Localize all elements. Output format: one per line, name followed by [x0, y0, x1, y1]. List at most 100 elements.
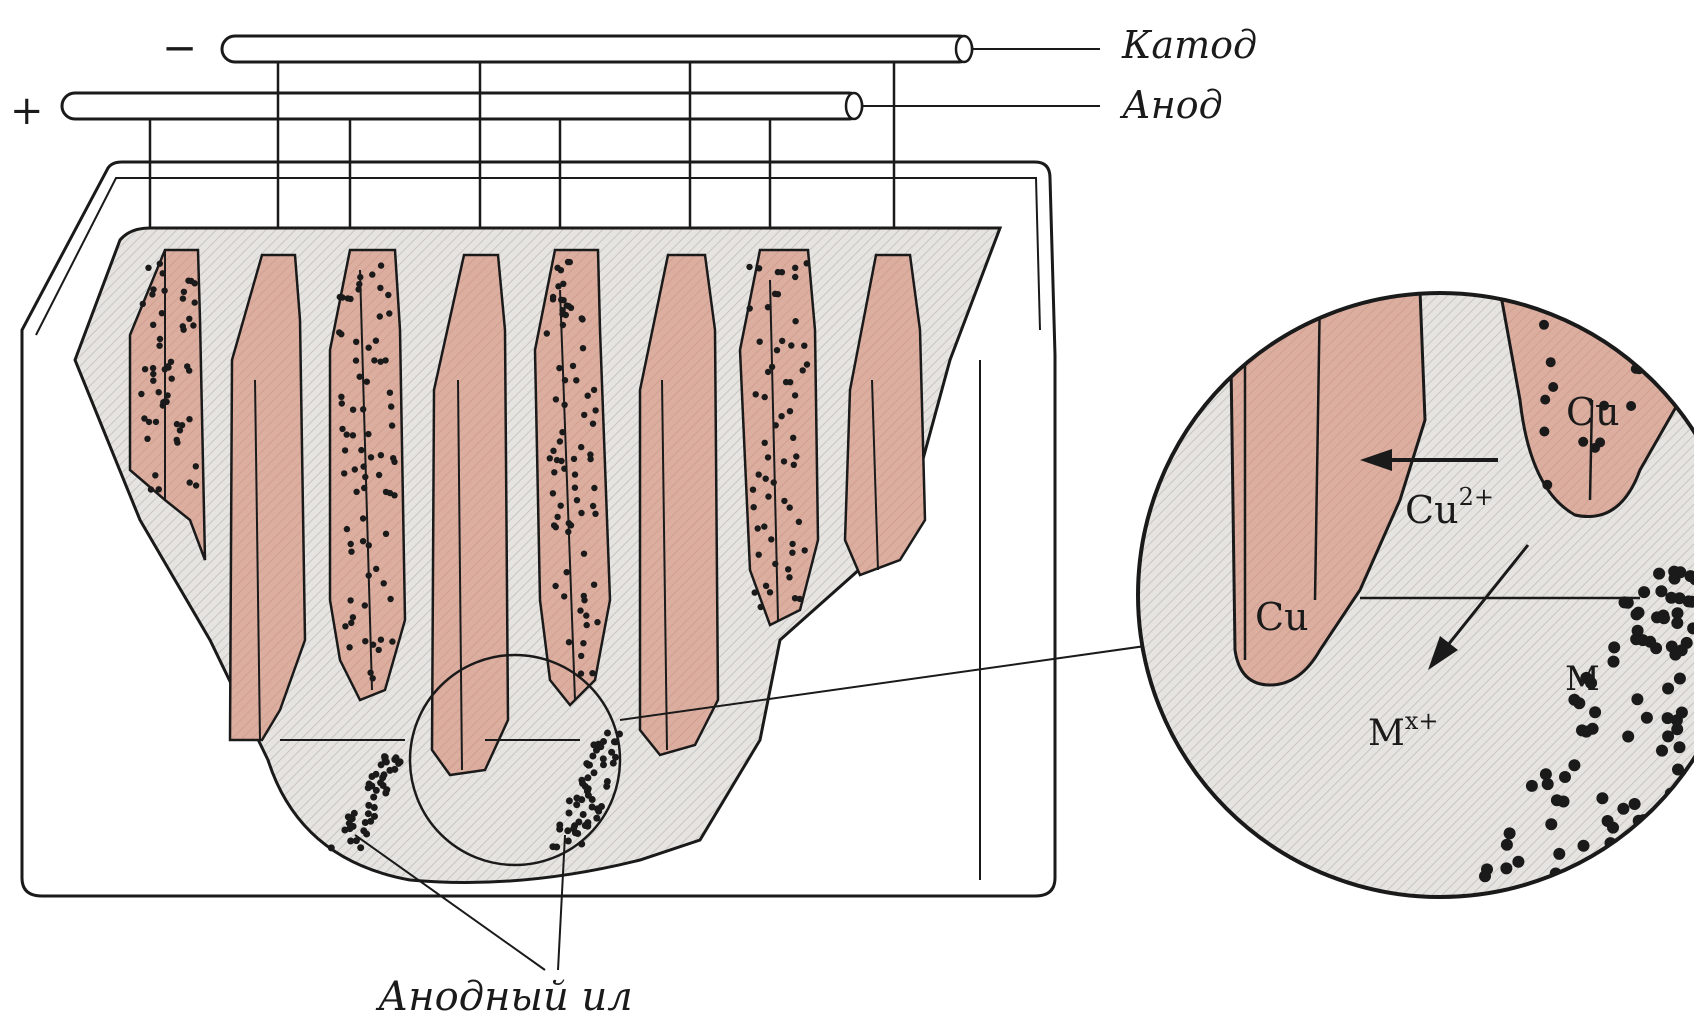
plus-sign: +: [10, 88, 44, 134]
impurity-dot: [367, 670, 373, 676]
impurity-dot: [587, 456, 593, 462]
impurity-dot: [361, 485, 367, 491]
sludge-dot: [369, 773, 376, 780]
metal-particle: [1674, 673, 1686, 685]
impurity-dot: [152, 472, 158, 478]
metal-particle: [1622, 731, 1634, 743]
impurity-dot: [362, 602, 368, 608]
metal-particle: [1545, 818, 1557, 830]
detail-impurity-dot: [1626, 401, 1636, 411]
impurity-dot: [347, 597, 353, 603]
metal-particle: [1631, 693, 1643, 705]
impurity-dot: [365, 431, 371, 437]
impurity-dot: [369, 271, 375, 277]
impurity-dot: [387, 390, 393, 396]
impurity-dot: [186, 316, 192, 322]
impurity-dot: [591, 582, 597, 588]
impurity-dot: [360, 463, 366, 469]
impurity-dot: [561, 466, 567, 472]
impurity-dot: [773, 422, 779, 428]
metal-particle: [1650, 642, 1662, 654]
impurity-dot: [157, 336, 163, 342]
anode-bus-bar: [62, 93, 862, 119]
impurity-dot: [792, 265, 798, 271]
impurity-dot: [377, 359, 383, 365]
impurity-dot: [338, 394, 344, 400]
impurity-dot: [551, 522, 557, 528]
impurity-dot: [181, 289, 187, 295]
impurity-dot: [564, 569, 570, 575]
impurity-dot: [348, 620, 354, 626]
sludge-dot: [373, 787, 380, 794]
impurity-dot: [763, 476, 769, 482]
impurity-dot: [148, 486, 154, 492]
impurity-dot: [581, 593, 587, 599]
impurity-dot: [778, 413, 784, 419]
impurity-dot: [787, 504, 793, 510]
impurity-dot: [792, 392, 798, 398]
sludge-dot: [589, 753, 596, 760]
impurity-dot: [342, 447, 348, 453]
impurity-dot: [792, 274, 798, 280]
impurity-dot: [779, 338, 785, 344]
sludge-dot: [604, 730, 611, 737]
impurity-dot: [341, 470, 347, 476]
impurity-dot: [186, 367, 192, 373]
impurity-dot: [769, 364, 775, 370]
sludge-dot: [395, 760, 402, 767]
impurity-dot: [551, 469, 557, 475]
impurity-dot: [344, 431, 350, 437]
impurity-dot: [791, 462, 797, 468]
impurity-dot: [193, 482, 199, 488]
impurity-dot: [360, 515, 366, 521]
metal-label: M: [1565, 659, 1600, 699]
impurity-dot: [391, 492, 397, 498]
impurity-dot: [553, 396, 559, 402]
impurity-dot: [357, 274, 363, 280]
impurity-dot: [159, 310, 165, 316]
impurity-dot: [150, 322, 156, 328]
sludge-dot: [600, 755, 607, 762]
cathode-plate-1: [230, 255, 305, 740]
impurity-dot: [796, 519, 802, 525]
cu-anode-label: Cu: [1566, 390, 1620, 434]
impurity-dot: [566, 639, 572, 645]
impurity-dot: [342, 623, 348, 629]
impurity-dot: [804, 260, 810, 266]
impurity-dot: [353, 357, 359, 363]
impurity-dot: [787, 408, 793, 414]
impurity-dot: [370, 675, 376, 681]
metal-particle: [1479, 870, 1491, 882]
impurity-dot: [765, 454, 771, 460]
impurity-dot: [762, 394, 768, 400]
impurity-dot: [160, 270, 166, 276]
metal-particle: [1662, 683, 1674, 695]
impurity-dot: [373, 338, 379, 344]
impurity-dot: [804, 361, 810, 367]
impurity-dot: [590, 421, 596, 427]
impurity-dot: [376, 647, 382, 653]
metal-particle: [1674, 592, 1686, 604]
impurity-dot: [368, 454, 374, 460]
metal-particle: [1674, 566, 1686, 578]
metal-particle: [1674, 741, 1686, 753]
impurity-dot: [163, 399, 169, 405]
metal-particle: [1578, 840, 1590, 852]
detail-impurity-dot: [1628, 326, 1638, 336]
sludge-dot: [366, 781, 373, 788]
impurity-dot: [550, 448, 556, 454]
sludge-dot: [608, 749, 615, 756]
metal-particle: [1658, 612, 1670, 624]
impurity-dot: [156, 486, 162, 492]
impurity-dot: [746, 264, 752, 270]
impurity-dot: [550, 294, 556, 300]
impurity-dot: [589, 670, 595, 676]
sludge-dot: [570, 825, 577, 832]
sludge-dot: [328, 844, 335, 851]
impurity-dot: [585, 393, 591, 399]
sludge-dot: [583, 760, 590, 767]
metal-particle: [1668, 849, 1680, 861]
sludge-dot: [362, 819, 369, 826]
impurity-dot: [558, 503, 564, 509]
impurity-dot: [187, 479, 193, 485]
